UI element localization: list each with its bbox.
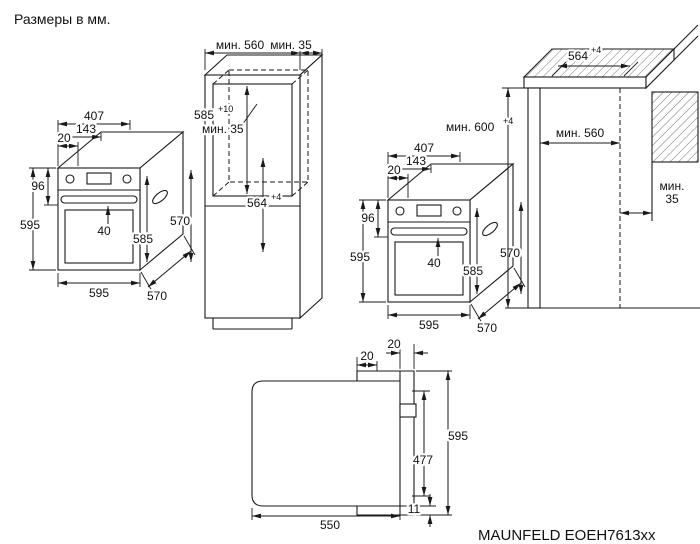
dim-595-side-label: 595 bbox=[20, 218, 40, 232]
model-name: MAUNFELD EOEH7613xx bbox=[478, 527, 656, 544]
niche-height-label: 585 bbox=[194, 108, 214, 122]
min-560-label: мин. 560 bbox=[556, 126, 605, 140]
dim-570-side-label: 570 bbox=[170, 214, 190, 228]
tall-cabinet-labels: мин. 560 мин. 35 585 +10 мин. 35 564 +4 bbox=[192, 36, 315, 213]
worktop-depth-label: 564 bbox=[568, 49, 588, 63]
dim-96-label: 96 bbox=[361, 211, 375, 225]
min-35-back-label: мин. 35 bbox=[202, 122, 244, 136]
dim-585-label: 585 bbox=[133, 232, 153, 246]
left-oven-labels: 407 143 20 96 595 40 585 595 570 570 bbox=[18, 107, 193, 306]
right-oven-shape bbox=[359, 152, 525, 323]
page-title: Размеры в мм. bbox=[14, 11, 111, 27]
dim-595-side-label: 595 bbox=[350, 250, 370, 264]
dim-585-label: 585 bbox=[463, 264, 483, 278]
dim-40-label: 40 bbox=[97, 224, 111, 238]
dim-570-bottom-label: 570 bbox=[477, 321, 497, 335]
wall-section bbox=[651, 91, 699, 163]
plan-20-top-label: 20 bbox=[387, 337, 401, 351]
dim-407-label: 407 bbox=[414, 141, 434, 155]
worktop-depth-tolerance: +4 bbox=[591, 45, 601, 55]
min-35-top-label: мин. 35 bbox=[270, 38, 312, 52]
dim-570-side-label: 570 bbox=[500, 246, 520, 260]
plan-latch-detail bbox=[399, 403, 417, 418]
base-cabinet: 564 +4 мин. 600 +4 мин. 560 мин. 35 bbox=[444, 24, 700, 309]
dim-595-bottom-label: 595 bbox=[89, 286, 109, 300]
niche-height-tolerance: +10 bbox=[218, 104, 233, 114]
dim-20-label: 20 bbox=[387, 163, 401, 177]
dim-595-bottom-label: 595 bbox=[419, 318, 439, 332]
cabinet-side-face bbox=[299, 53, 323, 320]
base-cabinet-dim-lines bbox=[502, 61, 652, 308]
min-600-label: мин. 600 bbox=[446, 120, 495, 134]
worktop-front-edge bbox=[523, 76, 647, 89]
dim-570-bottom-label: 570 bbox=[147, 289, 167, 303]
cabinet-side-panel bbox=[527, 87, 541, 309]
dim-407-label: 407 bbox=[84, 109, 104, 123]
niche-depth-label: 564 bbox=[247, 196, 267, 210]
plan-labels: 20 20 595 477 550 11 bbox=[318, 335, 471, 535]
cabinet-niche-opening bbox=[212, 83, 293, 197]
plan-view: 20 20 595 477 550 11 bbox=[251, 335, 471, 535]
plan-595-label: 595 bbox=[448, 429, 468, 443]
tall-cabinet-dim-lines bbox=[204, 49, 323, 252]
min-35-wall-label-line2: 35 bbox=[665, 192, 679, 206]
plan-550-label: 550 bbox=[320, 518, 340, 532]
plan-11-label: 11 bbox=[408, 502, 421, 516]
plan-477-label: 477 bbox=[413, 453, 433, 467]
plan-20-overlap-label: 20 bbox=[360, 349, 374, 363]
tall-cabinet: мин. 560 мин. 35 585 +10 мин. 35 564 +4 bbox=[192, 36, 324, 330]
base-cabinet-labels: 564 +4 мин. 600 +4 мин. 560 мин. 35 bbox=[444, 43, 687, 209]
dim-96-label: 96 bbox=[31, 179, 45, 193]
dim-143-label: 143 bbox=[76, 122, 96, 136]
plan-door-flange bbox=[356, 370, 415, 516]
min-560-label: мин. 560 bbox=[216, 38, 265, 52]
left-oven-shape bbox=[29, 120, 195, 291]
dim-40-label: 40 bbox=[427, 256, 441, 270]
left-oven: 407 143 20 96 595 40 585 595 570 570 bbox=[18, 107, 195, 306]
right-oven: 407 143 20 96 595 40 585 595 570 570 bbox=[348, 139, 525, 338]
min-35-wall-label-line1: мин. bbox=[660, 179, 685, 193]
niche-depth-tolerance: +4 bbox=[271, 192, 281, 202]
plan-oven-body bbox=[251, 380, 400, 507]
dim-20-label: 20 bbox=[57, 131, 71, 145]
min-600-tolerance: +4 bbox=[503, 116, 513, 126]
worktop-continuation bbox=[673, 24, 699, 50]
right-oven-labels: 407 143 20 96 595 40 585 595 570 570 bbox=[348, 139, 523, 338]
plan-dim-lines bbox=[251, 344, 452, 527]
dim-143-label: 143 bbox=[406, 154, 426, 168]
